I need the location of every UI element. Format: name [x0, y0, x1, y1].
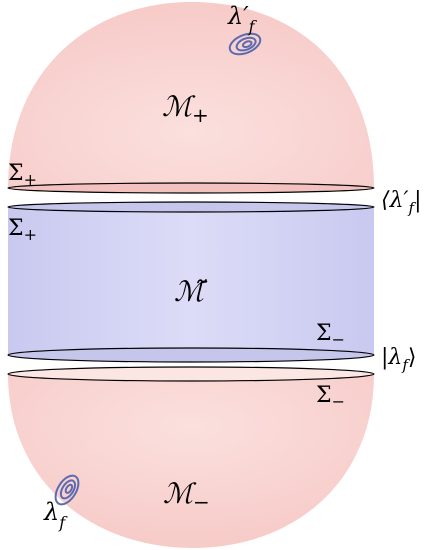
- top-operator-label: λ′f: [227, 2, 258, 36]
- ket-state-label: |λf⟩: [381, 345, 417, 374]
- top-operator-spiral-icon: [228, 32, 262, 56]
- middle-bottom-boundary: [7, 347, 375, 363]
- upper-region-label: ℳ+: [162, 90, 209, 127]
- middle-region-cylinder: [8, 207, 374, 361]
- lower-outer-boundary-label: Σ−: [316, 383, 345, 411]
- middle-region-label: ℳ̃: [174, 275, 208, 308]
- upper-outer-boundary-label: Σ+: [8, 161, 37, 189]
- bottom-operator-label: λf: [43, 498, 68, 532]
- lower-inner-boundary-label: Σ−: [316, 321, 345, 349]
- lower-region-cap: [8, 374, 374, 548]
- upper-inner-boundary-label: Σ+: [8, 216, 37, 244]
- lower-outer-boundary: [7, 366, 375, 382]
- lower-region-label: ℳ−: [163, 477, 210, 514]
- upper-outer-boundary: [7, 182, 375, 194]
- bottom-operator-spiral-icon: [54, 474, 80, 506]
- bra-state-label: ⟨λ′f|: [381, 188, 422, 217]
- upper-region-cap: [8, 2, 374, 188]
- middle-top-boundary: [7, 201, 375, 213]
